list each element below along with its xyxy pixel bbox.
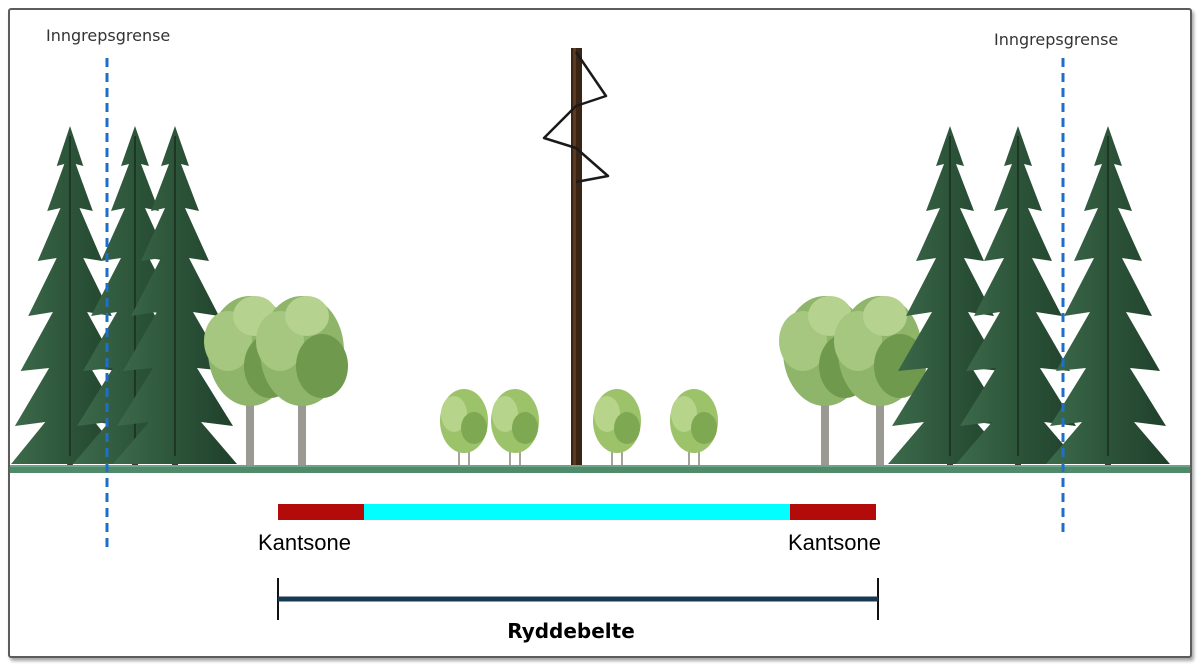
clearing-belt-dimension <box>277 578 879 620</box>
shrub-2 <box>490 388 540 467</box>
edge-zone-label-left: Kantsone <box>258 530 351 555</box>
edge-zone-bar-right <box>790 504 876 520</box>
shrub-1 <box>439 388 489 467</box>
power-pole <box>542 48 610 466</box>
edge-zone-label-right: Kantsone <box>788 530 881 555</box>
edge-zone-bar-left <box>278 504 364 520</box>
shrub-4 <box>669 388 719 467</box>
spruce-tree-right-3 <box>1045 125 1171 467</box>
deciduous-tree-left-2 <box>254 294 350 468</box>
boundary-label-right: Inngrepsgrense <box>994 30 1118 49</box>
power-line-clearing-diagram: Inngrepsgrense Inngrepsgrense Kantsone K… <box>10 26 1190 643</box>
ground-strip <box>10 465 1190 473</box>
boundary-label-left: Inngrepsgrense <box>46 26 170 45</box>
clearing-belt-label: Ryddebelte <box>507 619 635 643</box>
insulator-wire <box>542 51 610 184</box>
clearing-zone-bar <box>364 504 790 520</box>
shrub-3 <box>592 388 642 467</box>
diagram-frame: Inngrepsgrense Inngrepsgrense Kantsone K… <box>8 8 1192 658</box>
